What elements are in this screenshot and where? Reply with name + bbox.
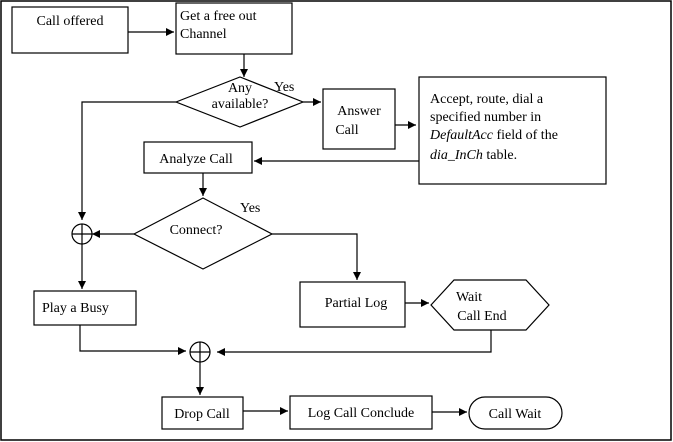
call-offered-label: Call offered — [37, 14, 104, 29]
node-call-wait: Call Wait — [468, 396, 563, 430]
node-log-call-conclude: Log Call Conclude — [289, 395, 433, 430]
node-analyze-call: Analyze Call — [143, 141, 253, 174]
node-drop-call: Drop Call — [161, 396, 244, 430]
edge-connect-yes-to-partial-log — [272, 233, 361, 280]
answer-call-label-line1: Answer — [337, 104, 381, 119]
note-line3: DefaultAcc field of the — [429, 128, 558, 143]
note-line1: Accept, route, dial a — [430, 92, 544, 107]
call-wait-label: Call Wait — [489, 407, 542, 422]
connectors — [78, 28, 492, 416]
note-table-name: dia_InCh — [430, 148, 483, 163]
play-busy-label: Play a Busy — [42, 301, 109, 316]
get-channel-label-line1: Get a free out — [180, 9, 257, 24]
node-call-offered: Call offered — [11, 6, 129, 54]
node-wait-call-end: Wait Call End — [430, 279, 550, 331]
partial-log-label: Partial Log — [325, 296, 388, 311]
node-any-available-decision: Any available? — [174, 76, 305, 128]
node-accept-route-dial-note: Accept, route, dial a specified number i… — [418, 76, 607, 185]
junction-left — [71, 223, 93, 245]
node-answer-call: Answer Call — [322, 88, 396, 150]
analyze-call-label: Analyze Call — [159, 152, 233, 167]
any-available-label-line1: Any — [228, 81, 252, 96]
note-line3-rest: field of the — [493, 128, 558, 143]
note-line2: specified number in — [430, 110, 541, 125]
answer-call-label-line2: Call — [335, 123, 358, 138]
note-line4-rest: table. — [483, 148, 517, 163]
note-line4: dia_InCh table. — [430, 148, 517, 163]
any-available-label-line2: available? — [212, 97, 269, 112]
node-connect-decision: Connect? — [132, 197, 274, 270]
drop-call-label: Drop Call — [174, 407, 230, 422]
get-channel-label-line2: Channel — [180, 27, 227, 42]
note-defaultacc-field: DefaultAcc — [429, 128, 494, 143]
junction-bottom — [189, 341, 211, 363]
connect-label: Connect? — [170, 223, 223, 238]
available-yes-label: Yes — [274, 80, 294, 95]
wait-label-line2: Call End — [457, 309, 506, 324]
node-play-a-busy: Play a Busy — [33, 290, 137, 326]
connect-yes-label: Yes — [240, 201, 260, 216]
wait-label-line1: Wait — [456, 290, 482, 305]
edge-wait-to-junction — [217, 328, 492, 356]
node-partial-log: Partial Log — [299, 281, 406, 328]
node-get-free-out-channel: Get a free out Channel — [175, 2, 293, 55]
edge-play-busy-to-junction — [79, 325, 186, 355]
log-call-conclude-label: Log Call Conclude — [308, 406, 415, 421]
edge-available-no-to-junction — [78, 101, 176, 220]
